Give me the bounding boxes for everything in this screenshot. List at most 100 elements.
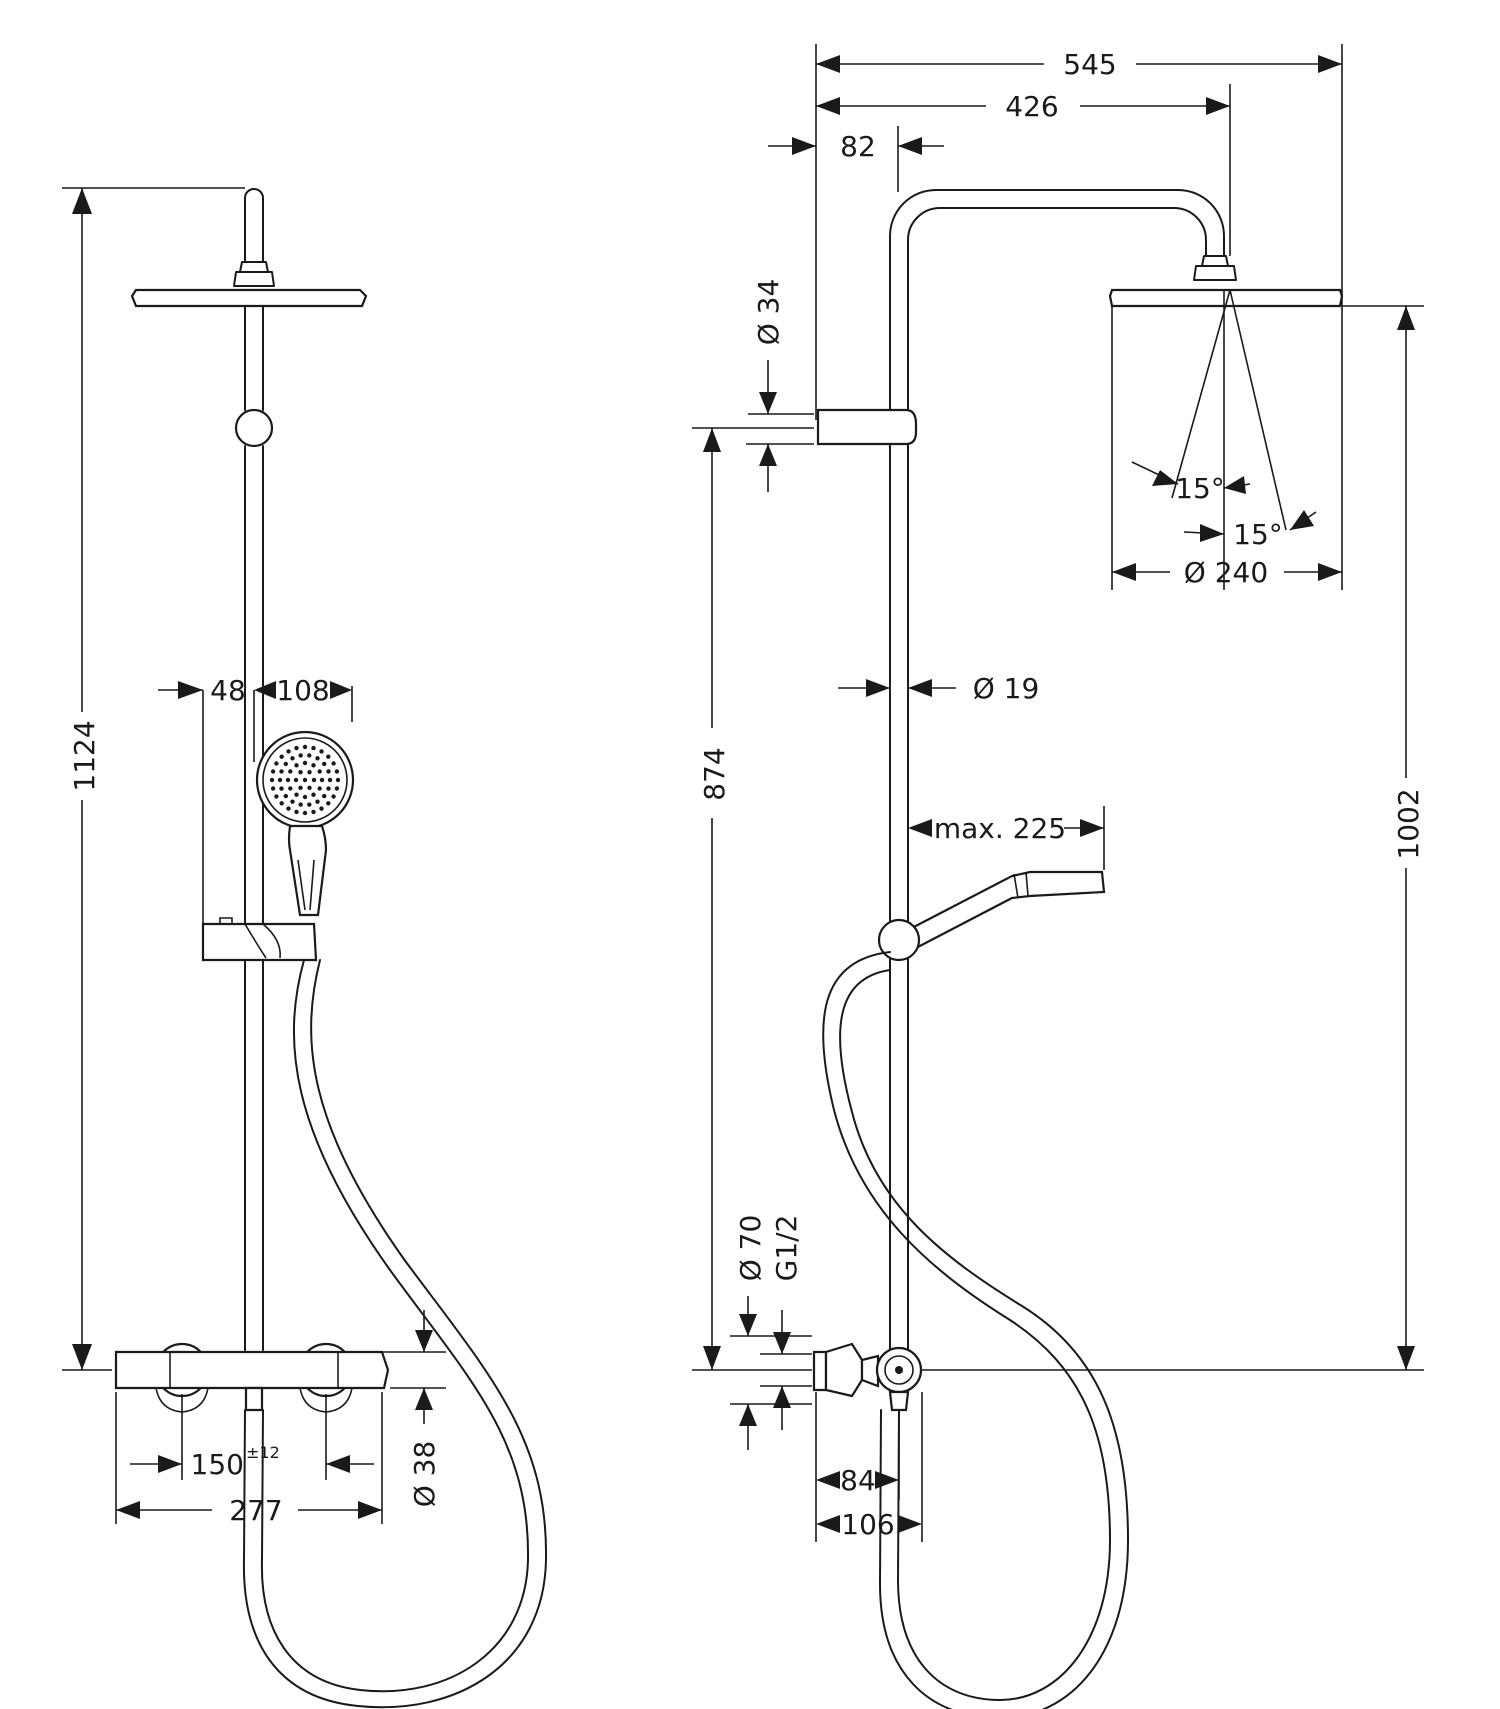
nozzle-dot	[322, 761, 327, 767]
dim-side-connection-diameter: Ø 70	[734, 1215, 767, 1282]
dim-side-projection-total: 545	[1063, 48, 1116, 81]
nozzle-dot	[298, 770, 303, 775]
front-view: 1124 48 108 150 ±12 277 Ø 3	[62, 187, 548, 1709]
front-slider-holder	[201, 917, 318, 962]
nozzle-dot	[307, 785, 312, 790]
nozzle-dot	[302, 810, 308, 816]
nozzle-dot	[317, 786, 322, 791]
nozzle-dot	[288, 786, 293, 791]
nozzle-dot	[294, 809, 299, 815]
dim-side-head-diameter: Ø 240	[1184, 556, 1268, 589]
front-head-connector	[233, 261, 275, 287]
nozzle-dot	[279, 754, 284, 759]
nozzle-dot	[294, 792, 299, 797]
dim-front-handshower-width: 108	[276, 674, 329, 707]
nozzle-dot	[315, 799, 320, 804]
front-riser-top	[244, 188, 264, 263]
nozzle-dot	[290, 756, 295, 761]
nozzle-dot	[274, 761, 279, 766]
nozzle-dot	[326, 754, 331, 759]
nozzle-dot	[269, 777, 275, 783]
nozzle-dot	[270, 769, 276, 774]
front-handshower	[255, 730, 355, 917]
dim-side-head-height: 1002	[1392, 788, 1425, 859]
nozzle-dot	[288, 769, 293, 774]
nozzle-dot	[283, 793, 288, 799]
dim-front-height: 1124	[68, 720, 101, 791]
nozzle-dot	[307, 753, 312, 758]
side-hose-inner	[839, 969, 1129, 1709]
nozzle-dot	[326, 786, 331, 791]
nozzle-dot	[334, 769, 340, 774]
side-riser-outer	[889, 189, 1225, 1371]
dim-side-projection-arm: 426	[1005, 90, 1058, 123]
nozzle-dot	[294, 763, 299, 768]
nozzle-dot	[311, 745, 316, 751]
dim-side-mixer-depth-min: 84	[840, 1464, 876, 1497]
nozzle-dot	[317, 769, 322, 774]
side-holder	[816, 408, 918, 446]
nozzle-dot	[331, 761, 336, 766]
nozzle-dot	[279, 769, 284, 774]
dim-side-spray-angle-outer: 15°	[1233, 518, 1283, 551]
front-pipe-joint	[234, 408, 274, 448]
nozzle-dot	[270, 786, 276, 791]
nozzle-dot	[302, 777, 308, 783]
dim-front-holder-offset: 48	[210, 674, 246, 707]
nozzle-dot	[311, 777, 317, 783]
nozzle-dot	[319, 749, 324, 754]
dim-side-mixer-depth-max: 106	[841, 1508, 894, 1541]
dim-side-spray-angle-inner: 15°	[1175, 472, 1225, 505]
nozzle-dot	[311, 809, 316, 815]
nozzle-dot	[307, 802, 312, 807]
nozzle-dot	[307, 770, 312, 775]
nozzle-dot	[286, 749, 291, 754]
nozzle-dot	[294, 745, 299, 751]
nozzle-dot	[311, 763, 316, 768]
front-handshower-nozzles	[269, 744, 341, 816]
nozzle-dot	[290, 799, 295, 804]
nozzle-dot	[311, 792, 316, 797]
side-riser-inner	[907, 207, 1207, 1371]
dim-side-connection-thread: G1/2	[770, 1215, 803, 1282]
nozzle-dot	[322, 793, 327, 799]
side-head-connector	[1193, 255, 1237, 281]
front-hose-inner	[242, 959, 548, 1709]
dim-side-pipe-diameter: Ø 19	[973, 672, 1040, 705]
nozzle-dot	[302, 744, 308, 750]
side-view: 545 426 82 Ø 34 874	[692, 44, 1425, 1709]
dim-front-mixer-diameter: Ø 38	[408, 1441, 441, 1508]
side-handshower	[877, 870, 1106, 962]
dim-front-mixer-width: 277	[229, 1494, 282, 1527]
nozzle-dot	[286, 806, 291, 811]
front-thermostatic-mixer	[114, 1342, 390, 1413]
nozzle-dot	[279, 801, 284, 806]
nozzle-dot	[298, 753, 303, 758]
side-wall-connection	[812, 1342, 923, 1412]
dim-side-handshower-reach: max. 225	[934, 812, 1066, 845]
dim-front-mixer-center: 150	[191, 1448, 244, 1481]
nozzle-dot	[293, 777, 299, 783]
nozzle-dot	[302, 794, 308, 800]
nozzle-dot	[285, 777, 291, 783]
nozzle-dot	[298, 785, 303, 790]
side-overhead-shower-plate	[1108, 288, 1344, 308]
nozzle-dot	[334, 786, 340, 791]
side-hose-outer	[822, 951, 1111, 1701]
nozzle-dot	[315, 756, 320, 761]
nozzle-dot	[274, 794, 279, 799]
nozzle-dot	[319, 806, 324, 811]
front-hose-outer	[260, 959, 530, 1693]
nozzle-dot	[326, 801, 331, 806]
nozzle-dot	[326, 769, 331, 774]
dim-front-mixer-tolerance: ±12	[246, 1443, 280, 1462]
nozzle-dot	[279, 786, 284, 791]
front-overhead-shower-plate	[130, 288, 368, 308]
nozzle-dot	[283, 761, 288, 767]
nozzle-dot	[327, 777, 333, 783]
nozzle-dot	[298, 802, 303, 807]
dim-side-holder-height: 874	[698, 747, 731, 800]
nozzle-dot	[277, 777, 283, 783]
nozzle-dot	[331, 794, 336, 799]
